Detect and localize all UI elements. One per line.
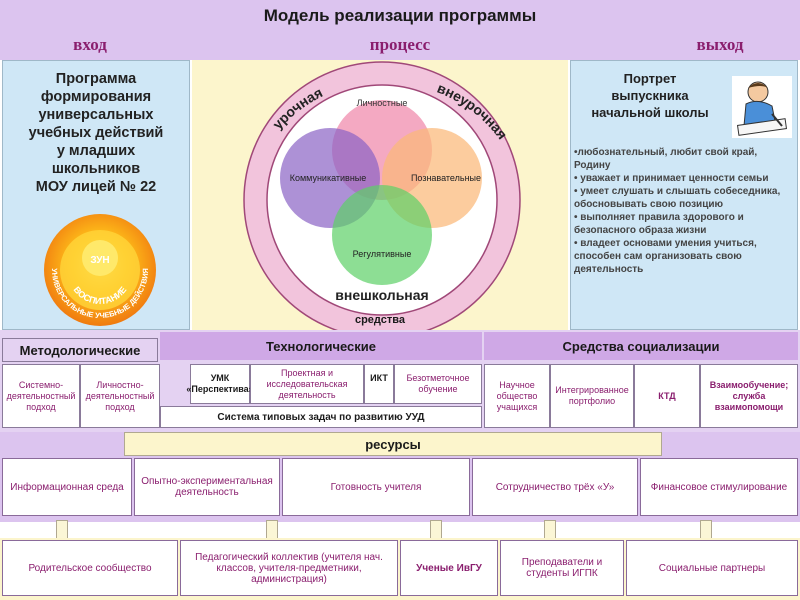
- means-item-ktd: КТД: [634, 364, 700, 428]
- trait-item: • владеет основами умения учиться, спосо…: [574, 238, 757, 275]
- label-cognitive: Познавательные: [411, 173, 481, 183]
- header-band: [0, 0, 800, 60]
- partner-ivgu: Ученые ИвГУ: [400, 540, 498, 596]
- program-line: у младших: [56, 143, 136, 159]
- means-item-ict: ИКТ: [364, 364, 394, 404]
- means-label: средства: [354, 314, 406, 326]
- resources-label: ресурсы: [124, 432, 662, 456]
- graduate-traits: •любознательный, любит свой край, Родину…: [574, 146, 796, 276]
- resource-experimental: Опытно-экспериментальная деятельность: [134, 458, 280, 516]
- connector: [700, 520, 712, 540]
- connector: [430, 520, 442, 540]
- means-item-system-activity: Системно-деятельностный подход: [2, 364, 80, 428]
- circle-regulatory: [332, 185, 432, 285]
- program-line: формирования: [40, 89, 152, 105]
- program-line: универсальных: [38, 107, 154, 123]
- trait-item: • умеет слушать и слышать собеседника, о…: [574, 186, 781, 210]
- means-item-personal-activity: Личностно-деятельностный подход: [80, 364, 160, 428]
- partner-teaching-staff: Педагогический коллектив (учителя нач. к…: [180, 540, 398, 596]
- partner-social: Социальные партнеры: [626, 540, 798, 596]
- methodological-header: Методологические: [2, 338, 158, 362]
- resource-teacher-readiness: Готовность учителя: [282, 458, 470, 516]
- label-communicative: Коммуникативные: [290, 173, 367, 183]
- student-writing-icon: [732, 76, 792, 138]
- page-title: Модель реализации программы: [263, 6, 537, 25]
- resource-three-u: Сотрудничество трёх «У»: [472, 458, 638, 516]
- resource-info-env: Информационная среда: [2, 458, 132, 516]
- connector: [266, 520, 278, 540]
- means-item-project: Проектная и исследовательская деятельнос…: [250, 364, 364, 404]
- emblem-inner-text: ЗУН: [90, 255, 109, 266]
- phase-input: вход: [73, 35, 107, 54]
- partner-parents: Родительское сообщество: [2, 540, 178, 596]
- program-line: учебных действий: [28, 125, 164, 141]
- connector: [544, 520, 556, 540]
- partner-igpk: Преподаватели и студенты ИГПК: [500, 540, 624, 596]
- means-item-typical-tasks: Система типовых задач по развитию УУД: [160, 406, 482, 428]
- portrait-title: Портрет выпускника начальной школы: [574, 70, 726, 121]
- means-item-science-society: Научное общество учащихся: [484, 364, 550, 428]
- trait-item: •любознательный, любит свой край, Родину: [574, 147, 758, 171]
- means-item-umk: УМК «Перспектива»: [186, 364, 254, 404]
- program-line: Программа: [55, 71, 137, 87]
- phase-output: выход: [696, 35, 744, 54]
- portrait-line: выпускника: [611, 88, 689, 103]
- center-diagram: Личностные Коммуникативные Познавательны…: [243, 61, 521, 330]
- arc-label-outschool: внешкольная: [335, 287, 428, 303]
- means-item-portfolio: Интегрированное портфолио: [550, 364, 634, 428]
- means-item-gradeless: Безотметочное обучение: [394, 364, 482, 404]
- label-personal: Личностные: [357, 98, 408, 108]
- socialization-header: Средства социализации: [484, 332, 798, 360]
- resource-financial: Финансовое стимулирование: [640, 458, 798, 516]
- trait-item: • выполняет правила здорового и безопасн…: [574, 212, 744, 236]
- program-title: Программа формирования универсальных уче…: [4, 70, 188, 196]
- trait-item: • уважает и принимает ценности семьи: [574, 173, 769, 184]
- emblem-core: [82, 240, 118, 276]
- portrait-line: Портрет: [623, 71, 677, 86]
- phase-process: процесс: [369, 35, 431, 54]
- portrait-line: начальной школы: [591, 105, 709, 120]
- uud-emblem: ЗУН ВОСПИТАНИЕ УНИВЕРСАЛЬНЫЕ УЧЕБНЫЕ ДЕЙ…: [44, 214, 156, 326]
- connector: [56, 520, 68, 540]
- program-line: МОУ лицей № 22: [35, 179, 157, 195]
- means-item-peer-learning: Взаимообучение; служба взаимопомощи: [700, 364, 798, 428]
- label-regulatory: Регулятивные: [353, 249, 412, 259]
- technological-header: Технологические: [160, 332, 482, 360]
- program-line: школьников: [51, 161, 141, 177]
